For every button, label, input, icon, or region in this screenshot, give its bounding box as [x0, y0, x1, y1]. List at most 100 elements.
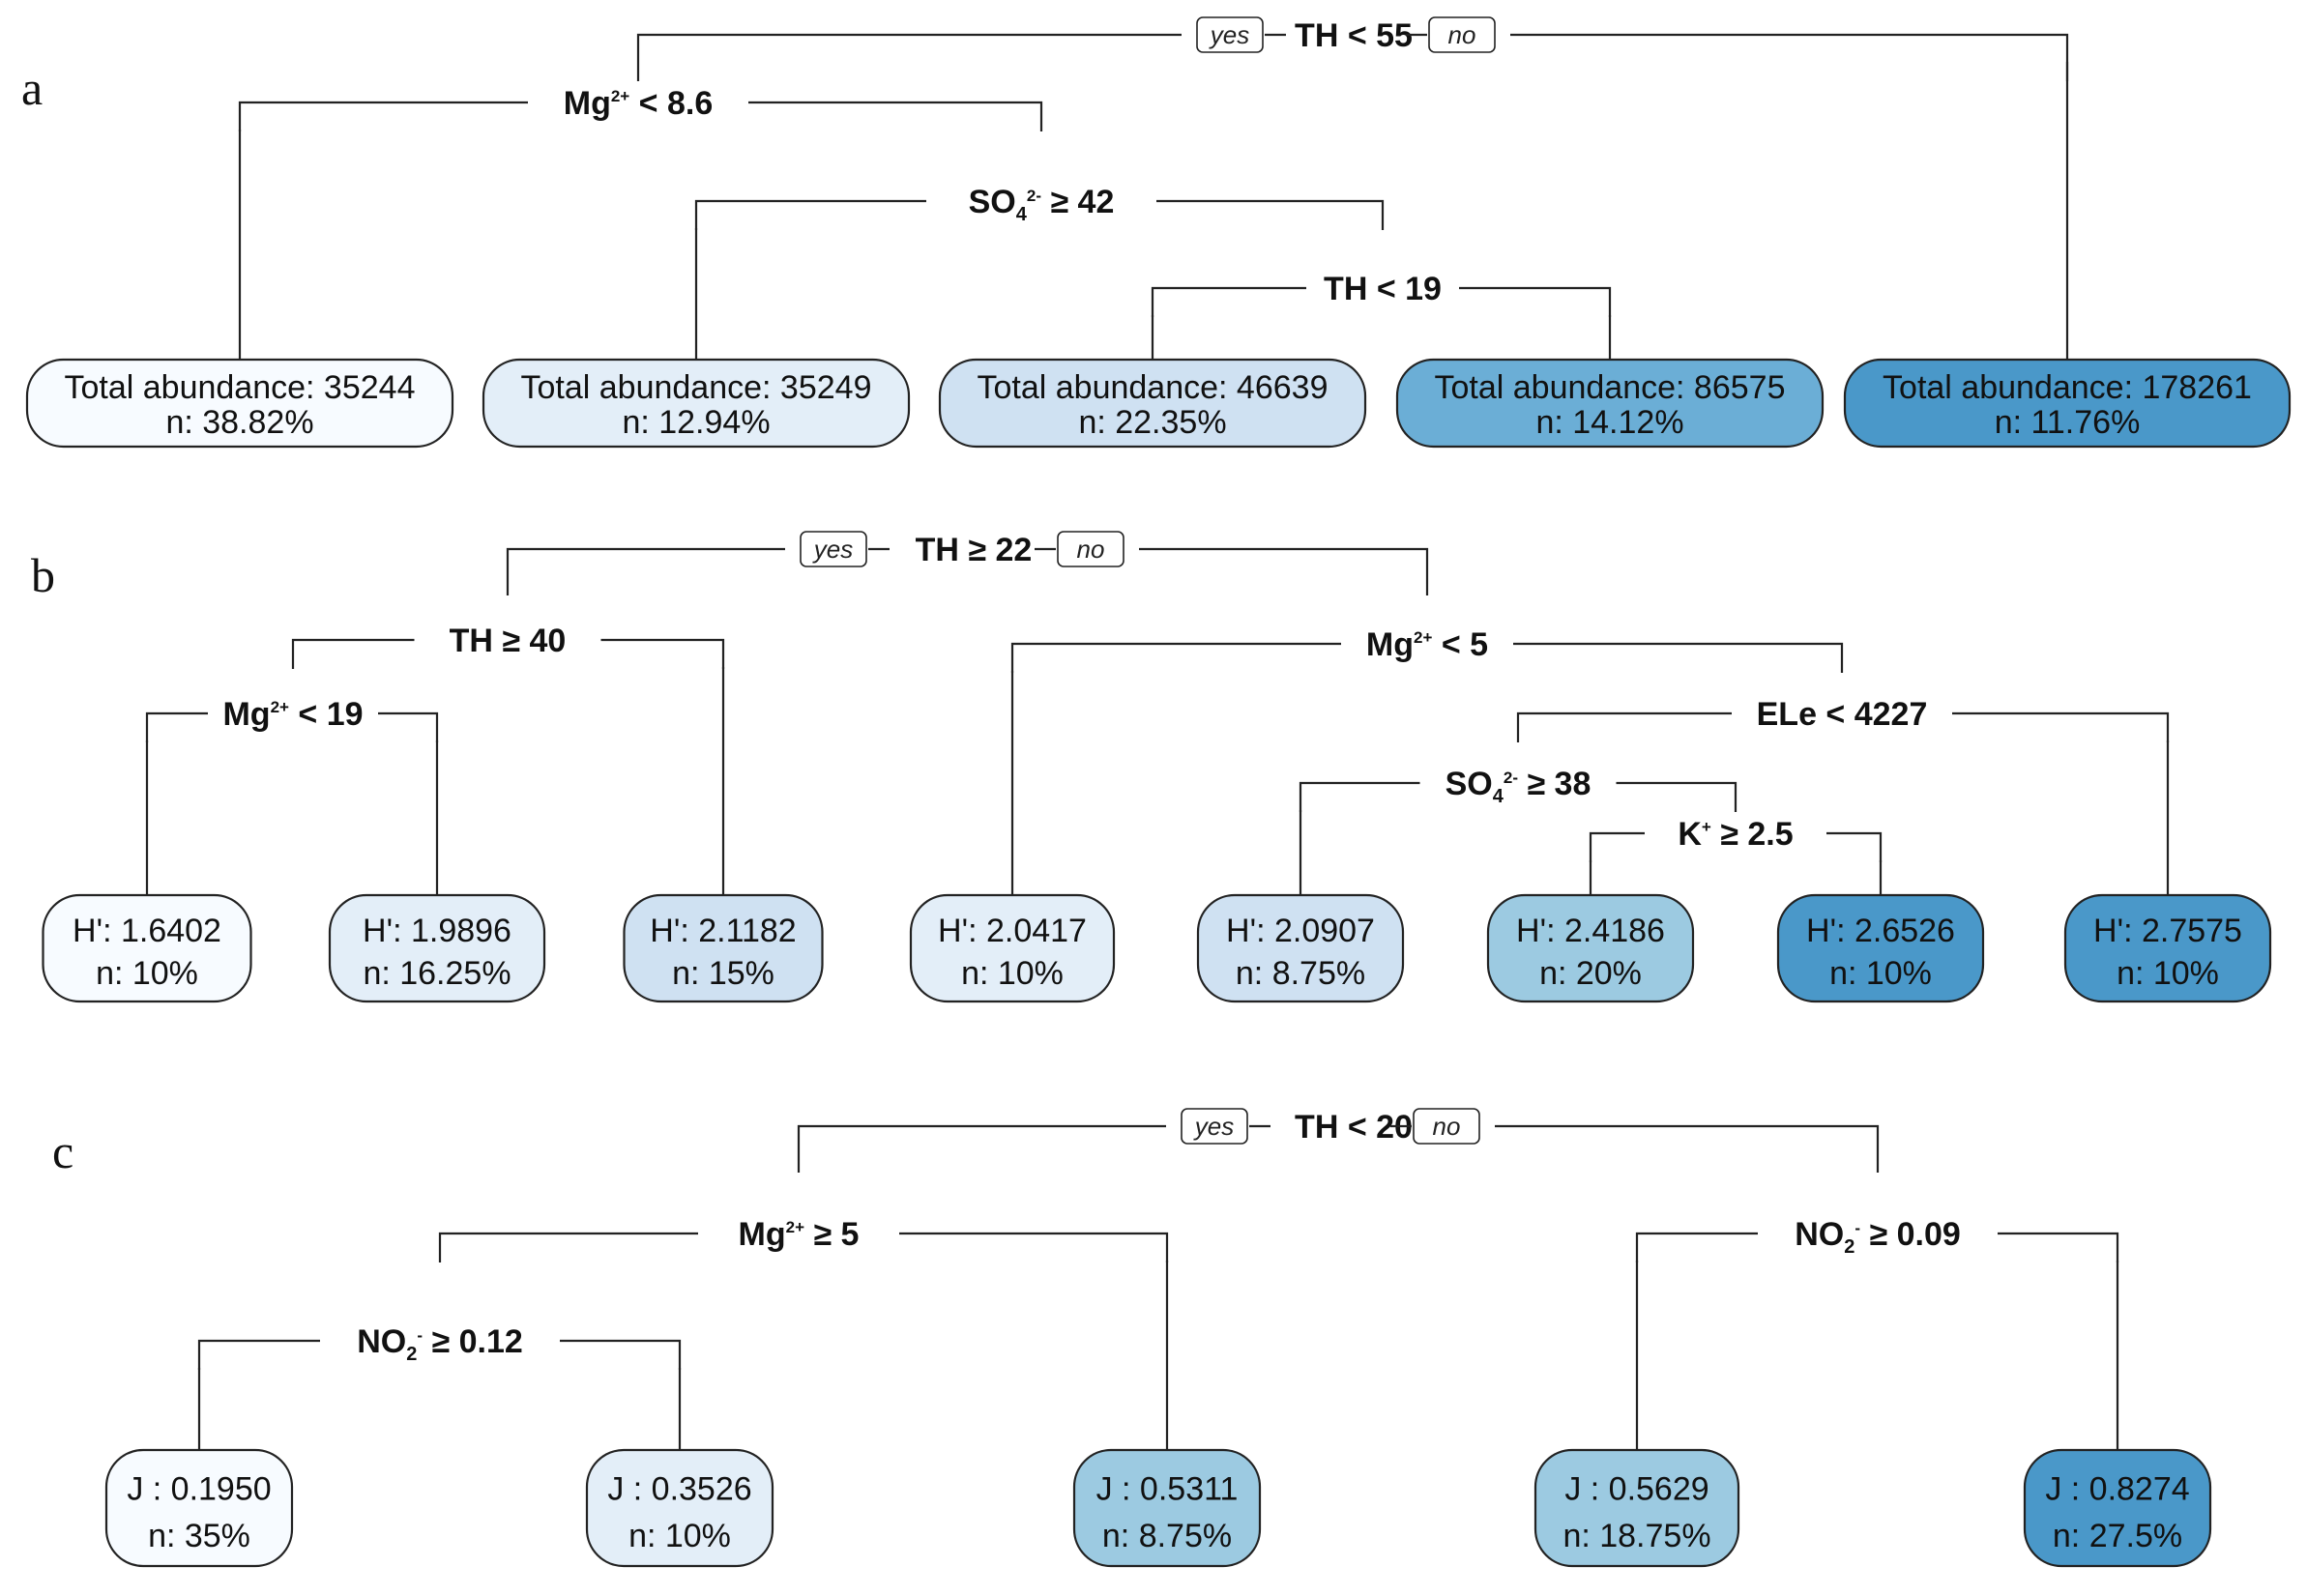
leaf-node: J : 0.8274 n: 27.5% [2023, 1448, 2212, 1568]
root-edge-left [636, 33, 1182, 70]
leaf-node: J : 0.5311 n: 8.75% [1072, 1448, 1262, 1568]
no-tag-text: no [1433, 1112, 1461, 1141]
leaf-percent: n: 10% [961, 955, 1064, 992]
leaf-value: H': 1.6402 [73, 913, 221, 949]
split-edge-right [600, 638, 725, 669]
leaf-value: H': 2.7575 [2093, 913, 2242, 949]
split-label: NO2- ≥ 0.12 [357, 1323, 523, 1365]
split-edge-left [291, 638, 415, 669]
split-edge-right [1616, 781, 1738, 812]
leaf-node: H': 2.1182 n: 15% [623, 893, 824, 1003]
leaf-value: Total abundance: 46639 [978, 369, 1329, 406]
yes-tag-text: yes [1209, 20, 1249, 49]
leaf-value: H': 2.4186 [1516, 913, 1665, 949]
split-label: SO42- ≥ 38 [1446, 766, 1592, 807]
split-edge-left [145, 711, 208, 742]
no-tag-text: no [1077, 535, 1105, 564]
leaf-value: J : 0.5311 [1096, 1471, 1239, 1508]
leaf-node: J : 0.5629 n: 18.75% [1533, 1448, 1740, 1568]
root-edge-left [797, 1124, 1166, 1161]
leaf-value: J : 0.5629 [1564, 1471, 1708, 1508]
leaf-percent: n: 15% [672, 955, 774, 992]
leaf-percent: n: 20% [1539, 955, 1642, 992]
root-edge-left [506, 547, 785, 584]
leaf-value: H': 2.0907 [1226, 913, 1375, 949]
leaf-percent: n: 8.75% [1236, 955, 1365, 992]
root-edge-right [1139, 547, 1429, 584]
leaf-node: H': 2.0907 n: 8.75% [1196, 893, 1405, 1003]
leaf-node: J : 0.3526 n: 10% [585, 1448, 774, 1568]
leaf-percent: n: 18.75% [1562, 1518, 1710, 1554]
yes-tag: yes [1196, 16, 1264, 53]
leaf-node: J : 0.1950 n: 35% [104, 1448, 294, 1568]
leaf-value: Total abundance: 35249 [521, 369, 872, 406]
leaf-percent: n: 14.12% [1535, 404, 1683, 441]
split-edge-right [899, 1232, 1169, 1262]
leaf-percent: n: 11.76% [1995, 404, 2141, 441]
leaf-node: H': 1.6402 n: 10% [42, 893, 252, 1003]
root-edge-right [1510, 33, 2069, 70]
split-edge-left [1589, 831, 1645, 862]
leaf-percent: n: 35% [148, 1518, 250, 1554]
split-label: SO42- ≥ 42 [969, 184, 1115, 225]
leaf-value: Total abundance: 178261 [1883, 369, 2252, 406]
root-split-label: TH < 55 [1295, 17, 1413, 54]
split-edge-right [1513, 642, 1844, 673]
leaf-value: J : 0.1950 [127, 1471, 271, 1508]
split-edge-left [1516, 711, 1732, 742]
yes-tag-text: yes [812, 535, 853, 564]
no-tag: no [1057, 531, 1124, 567]
split-label: Mg2+ < 19 [222, 696, 363, 733]
leaf-value: H': 1.9896 [363, 913, 511, 949]
leaf-value: Total abundance: 35244 [65, 369, 416, 406]
split-edge-left [197, 1339, 320, 1370]
split-edge-right [748, 101, 1043, 131]
split-label: Mg2+ ≥ 5 [739, 1216, 860, 1253]
split-label: NO2- ≥ 0.09 [1795, 1216, 1961, 1258]
no-tag: no [1428, 16, 1496, 53]
leaf-value: H': 2.1182 [650, 913, 796, 949]
split-edge-right [1952, 711, 2170, 742]
split-edge-right [1459, 286, 1612, 317]
panel-label: a [21, 61, 43, 115]
leaf-percent: n: 22.35% [1078, 404, 1226, 441]
yes-tag-text: yes [1193, 1112, 1234, 1141]
leaf-percent: n: 8.75% [1102, 1518, 1232, 1554]
leaf-value: Total abundance: 86575 [1435, 369, 1786, 406]
leaf-percent: n: 10% [2117, 955, 2219, 992]
split-edge-right [378, 711, 439, 742]
leaf-percent: n: 12.94% [622, 404, 770, 441]
split-edge-left [1010, 642, 1341, 673]
split-edge-left [1635, 1232, 1758, 1262]
split-label: ELe < 4227 [1757, 696, 1928, 733]
split-edge-right [1156, 199, 1385, 230]
yes-tag: yes [800, 531, 867, 567]
leaf-node: H': 2.4186 n: 20% [1486, 893, 1695, 1003]
root-edge-right [1495, 1124, 1880, 1161]
leaf-node: H': 2.7575 n: 10% [2063, 893, 2272, 1003]
leaf-percent: n: 10% [628, 1518, 731, 1554]
root-split-label: TH ≥ 22 [916, 532, 1033, 568]
no-tag-text: no [1448, 20, 1476, 49]
leaf-percent: n: 10% [96, 955, 198, 992]
leaf-percent: n: 27.5% [2053, 1518, 2182, 1554]
split-label: Mg2+ < 5 [1366, 626, 1488, 663]
panel-label: b [31, 548, 55, 602]
leaf-value: J : 0.8274 [2045, 1471, 2189, 1508]
yes-tag: yes [1181, 1108, 1248, 1145]
split-edge-left [438, 1232, 698, 1262]
leaf-value: H': 2.6526 [1806, 913, 1955, 949]
split-edge-right [1998, 1232, 2119, 1262]
leaf-value: H': 2.0417 [938, 913, 1087, 949]
leaf-value: J : 0.3526 [607, 1471, 751, 1508]
